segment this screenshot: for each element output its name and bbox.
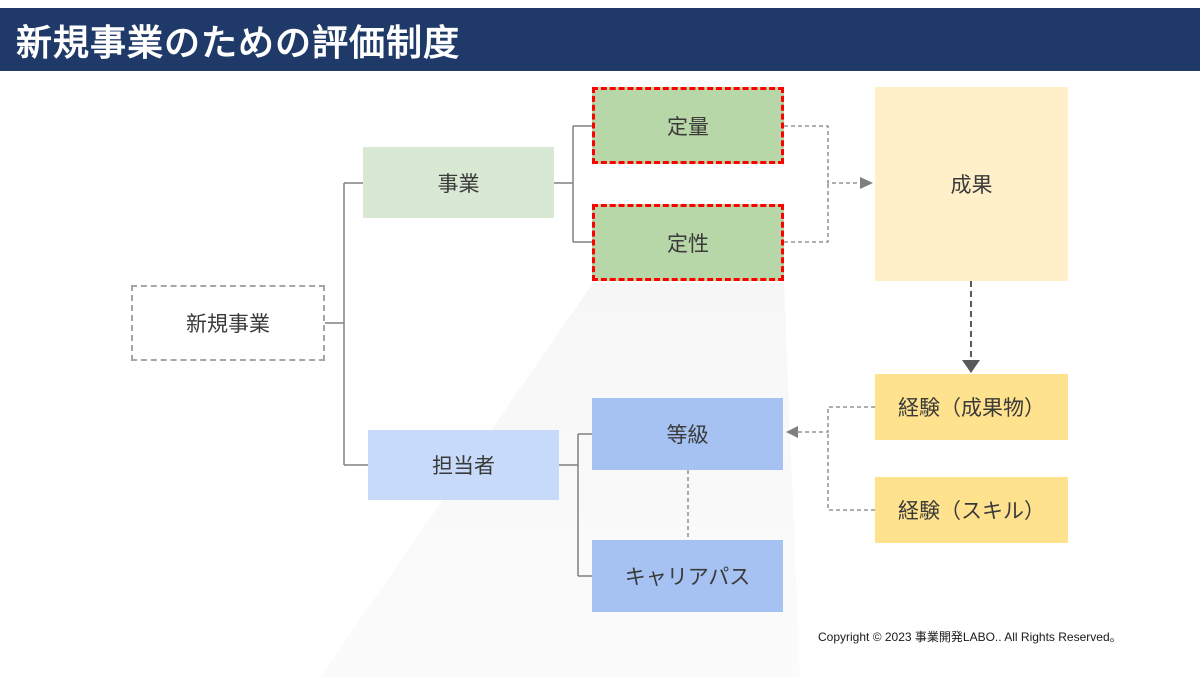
node-label: 定量 — [667, 115, 709, 139]
copyright-text: Copyright © 2023 事業開発LABO.. All Rights R… — [818, 630, 1122, 644]
node-label: 新規事業 — [186, 313, 270, 336]
node-label: 担当者 — [432, 455, 495, 478]
node-grade: 等級 — [592, 398, 783, 470]
node-label: 事業 — [437, 172, 480, 196]
node-results: 成果 — [875, 87, 1068, 281]
node-career-path: キャリアパス — [592, 540, 783, 612]
node-label: 成果 — [950, 174, 993, 197]
node-label: キャリアパス — [624, 566, 751, 589]
page-title: 新規事業のための評価制度 — [16, 21, 461, 63]
node-quantitative: 定量 — [592, 87, 784, 164]
node-business: 事業 — [363, 147, 554, 218]
node-label: 経験（成果物） — [898, 397, 1045, 420]
node-label: 経験（スキル） — [898, 500, 1045, 523]
node-label: 定性 — [667, 232, 709, 256]
node-experience-skills: 経験（スキル） — [875, 477, 1068, 543]
node-person-in-charge: 担当者 — [368, 430, 559, 500]
node-experience-deliverables: 経験（成果物） — [875, 374, 1068, 440]
slide-title-bar: 新規事業のための評価制度 — [0, 8, 1200, 71]
node-new-business: 新規事業 — [131, 285, 325, 361]
node-label: 等級 — [666, 424, 709, 447]
node-qualitative: 定性 — [592, 204, 784, 281]
